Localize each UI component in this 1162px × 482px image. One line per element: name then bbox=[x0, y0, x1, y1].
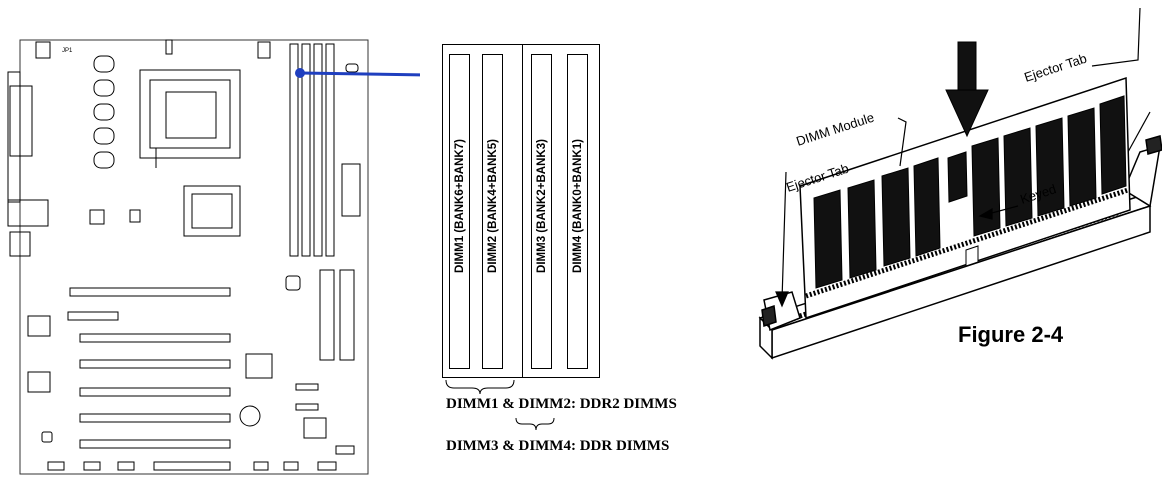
pointer-arrow bbox=[299, 71, 420, 77]
dimm-module-label: DIMM Module bbox=[794, 110, 876, 149]
svg-text:JP1: JP1 bbox=[62, 48, 73, 54]
motherboard-diagram: JP1 bbox=[7, 39, 420, 475]
ddr-caption: DIMM3 & DIMM4: DDR DIMMS bbox=[446, 438, 670, 454]
dimm-panel bbox=[442, 44, 600, 378]
ddr2-caption: DIMM1 & DIMM2: DDR2 DIMMS bbox=[446, 396, 677, 412]
figure-label: Figure 2-4 bbox=[958, 322, 1064, 347]
ejector-tab-top-label: Ejector Tab bbox=[1022, 51, 1088, 85]
